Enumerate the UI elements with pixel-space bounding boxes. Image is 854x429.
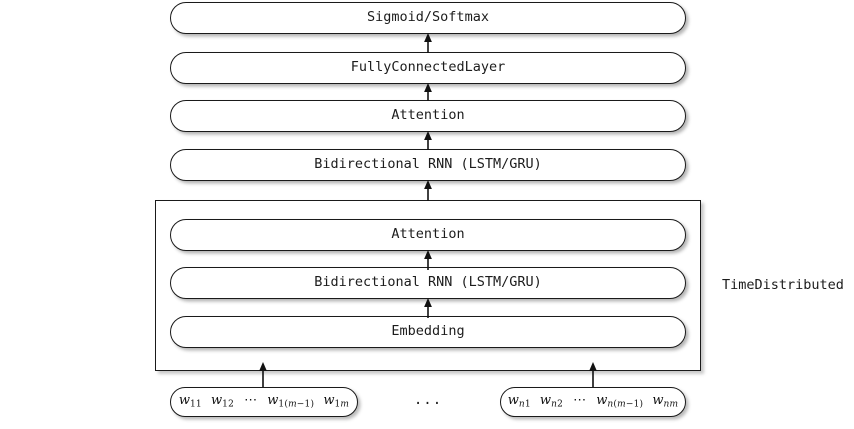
token-sequence-ellipsis: ...	[413, 392, 443, 408]
arrow-bidirectional-rnn-to-attention	[424, 131, 432, 150]
token-sequence-label: w11 w12 ⋯ w1(m−1) w1m	[178, 393, 350, 410]
layer-label: FullyConnectedLayer	[350, 59, 506, 76]
layer-label: Bidirectional RNN (LSTM/GRU)	[314, 274, 542, 291]
arrow-embedding-to-inner-rnn	[424, 298, 432, 318]
timedistributed-label: TimeDistributed	[722, 277, 844, 293]
layer-box-bidirectional-rnn-inner[interactable]: Bidirectional RNN (LSTM/GRU)	[170, 267, 686, 299]
arrow-timedistributed-to-bidirectional-rnn	[424, 180, 432, 201]
layer-label: Embedding	[391, 323, 465, 340]
layer-label: Attention	[391, 226, 465, 243]
layer-label: Attention	[391, 107, 465, 124]
layer-box-embedding[interactable]: Embedding	[170, 316, 686, 348]
token-sequence-label: wn1 wn2 ⋯ wn(m−1) wnm	[507, 393, 679, 410]
layer-box-sigmoid-softmax[interactable]: Sigmoid/Softmax	[170, 2, 686, 34]
arrow-first-tokens-to-container	[259, 362, 267, 389]
arrow-attention-to-fullyconnected	[424, 83, 432, 101]
layer-label: Sigmoid/Softmax	[367, 9, 489, 26]
arrow-inner-rnn-to-inner-attention	[424, 250, 432, 270]
layer-label: Bidirectional RNN (LSTM/GRU)	[314, 156, 542, 173]
layer-box-fully-connected[interactable]: FullyConnectedLayer	[170, 52, 686, 84]
layer-box-attention-outer[interactable]: Attention	[170, 100, 686, 132]
token-box-nth-document[interactable]: wn1 wn2 ⋯ wn(m−1) wnm	[500, 387, 686, 417]
arrow-nth-tokens-to-container	[589, 362, 597, 389]
token-box-first-document[interactable]: w11 w12 ⋯ w1(m−1) w1m	[170, 387, 358, 417]
arrow-fullyconnected-to-sigmoid	[424, 33, 432, 53]
layer-box-bidirectional-rnn-outer[interactable]: Bidirectional RNN (LSTM/GRU)	[170, 149, 686, 181]
layer-box-attention-inner[interactable]: Attention	[170, 219, 686, 251]
